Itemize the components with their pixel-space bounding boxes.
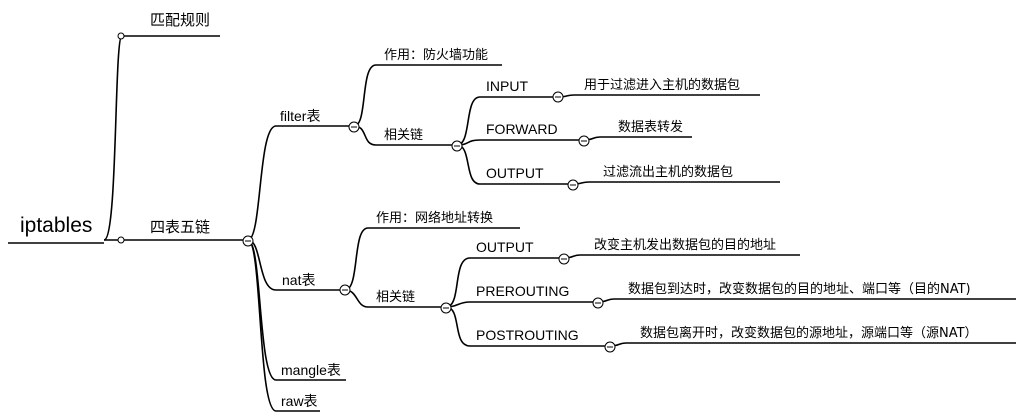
edge-filter-forward [456,139,584,146]
collapse-four-tables-button[interactable] [242,235,254,247]
nat-chain-prerouting-name: PREROUTING [476,283,569,299]
filter-chain-output-desc: 过滤流出主机的数据包 [603,164,733,180]
nat-table-label: nat表 [282,272,315,288]
collapse-filter-button[interactable] [348,121,360,133]
filter-chains-label: 相关链 [384,128,423,143]
match-rules-dot [117,32,125,40]
nat-chain-postrouting-name: POSTROUTING [476,327,579,343]
edge-nat-postrouting-desc [609,342,1016,347]
nat-chain-prerouting-desc: 数据包到达时，改变数据包的目的地址、端口等（目的NAT) [628,281,971,297]
edge-filter-input-desc [557,94,760,98]
edge-hub-filter [247,125,354,241]
collapse-nat-button[interactable] [339,284,351,296]
filter-table-label: filter表 [280,108,320,124]
nat-chain-output-desc: 改变主机发出数据包的目的地址 [594,237,776,253]
node-four-tables-five-chains[interactable]: 四表五链 [117,218,210,244]
collapse-nat-output-button[interactable] [558,253,570,265]
collapse-nat-postrouting-button[interactable] [604,341,616,353]
edge-filter-output-desc [572,181,780,185]
filter-purpose-label: 作用：防火墙功能 [384,47,488,63]
node-match-rules[interactable]: 匹配规则 [117,11,210,40]
edge-hub-raw [247,239,320,412]
edge-root-match-rules [103,35,220,241]
four-tables-label: 四表五链 [150,218,210,236]
filter-chain-forward-desc: 数据表转发 [618,119,683,135]
collapse-filter-input-button[interactable] [552,91,564,103]
node-filter-table[interactable]: filter表 [280,108,320,124]
node-raw-table[interactable]: raw表 [281,393,318,409]
nat-chains-label: 相关链 [376,290,415,305]
collapse-nat-chains-button[interactable] [440,302,452,314]
nat-chain-output-name: OUTPUT [476,239,534,255]
filter-chain-output-name: OUTPUT [486,165,544,181]
collapse-nat-prerouting-button[interactable] [592,297,604,309]
edge-filter-forward-desc [583,136,692,141]
edge-filter-purpose [353,64,502,127]
collapse-filter-output-button[interactable] [567,179,579,191]
root-label: iptables [20,214,92,237]
filter-chain-input-desc: 用于过滤进入主机的数据包 [584,77,740,93]
filter-chain-input-name: INPUT [486,78,528,94]
filter-chain-forward-name: FORWARD [486,121,558,137]
node-mangle-table[interactable]: mangle表 [281,362,341,378]
edge-nat-prerouting [445,301,598,308]
edge-nat-output-desc [563,254,800,259]
collapse-filter-forward-button[interactable] [578,135,590,147]
collapse-filter-chains-button[interactable] [451,140,463,152]
nat-chain-postrouting-desc: 数据包离开时，改变数据包的源地址，源端口等（源NAT） [640,325,978,341]
nat-purpose-label: 作用：网络地址转换 [376,210,493,226]
four-tables-dot [117,236,125,244]
edge-nat-prerouting-desc [597,298,1016,303]
mangle-table-label: mangle表 [281,362,341,378]
match-rules-label: 匹配规则 [150,11,210,29]
node-nat-table[interactable]: nat表 [282,272,315,288]
root-node[interactable]: iptables [8,214,104,244]
edge-nat-purpose [344,227,520,291]
raw-table-label: raw表 [281,393,318,409]
